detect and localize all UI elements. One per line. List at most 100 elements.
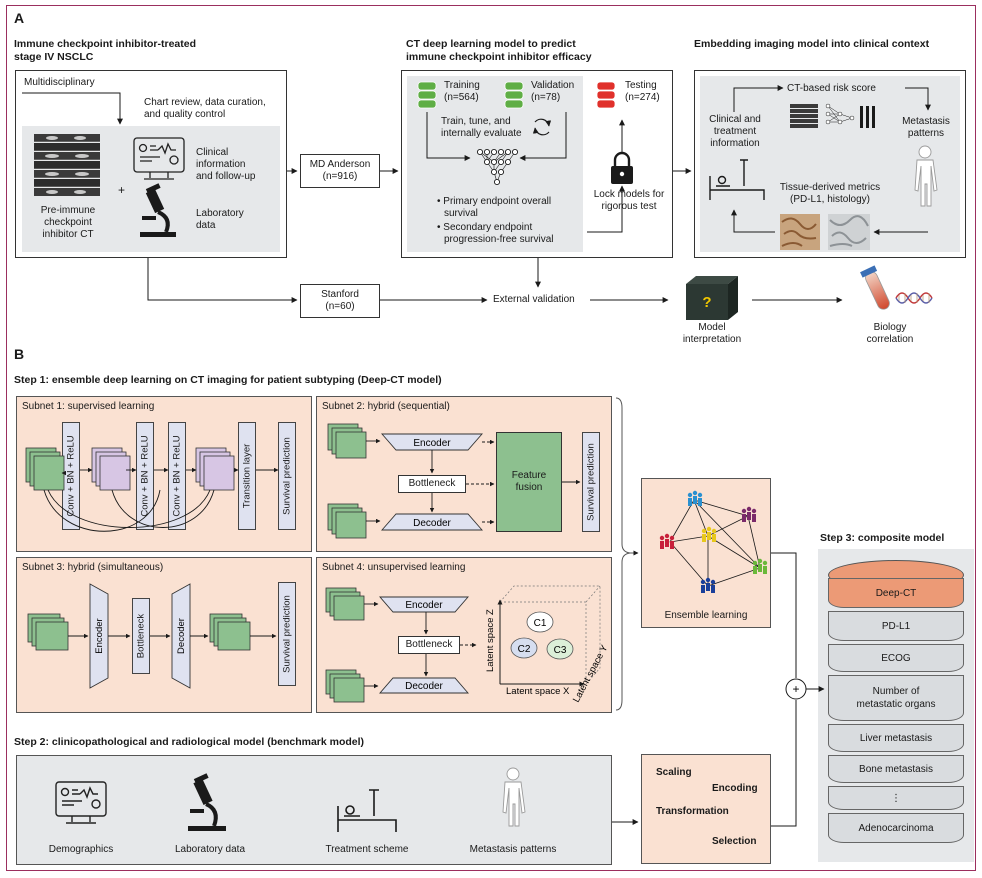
bottleneck-box-4: Bottleneck xyxy=(398,636,460,654)
treatment-bed-icon xyxy=(337,789,397,832)
treatment-scheme-label: Treatment scheme xyxy=(325,844,409,855)
s1-skip-connection-2 xyxy=(47,489,211,528)
figure-frame xyxy=(6,5,976,871)
demographics-monitor-icon xyxy=(55,781,107,824)
conv-layer-2: Conv + BN + ReLU xyxy=(136,422,154,530)
cluster-c2: C2 xyxy=(510,637,538,659)
section-label-b: B xyxy=(14,346,25,362)
lock-icon xyxy=(611,151,633,184)
subnet1-title: Subnet 1: supervised learning xyxy=(22,401,155,412)
histology-image-1 xyxy=(780,214,820,250)
subnet4-decoder: Decoder xyxy=(379,677,469,694)
body-figure-icon xyxy=(914,145,938,207)
stanford-label: Stanford(n=60) xyxy=(321,289,359,312)
cluster-c1: C1 xyxy=(526,611,554,633)
md-anderson-label: MD Anderson(n=916) xyxy=(309,159,371,182)
subnets-bracket xyxy=(615,397,639,711)
arrow-validation-to-net xyxy=(519,112,567,161)
svg-text:Encoder: Encoder xyxy=(413,438,451,449)
composite-layer-2: ECOG xyxy=(828,644,964,672)
scaling-label: Scaling xyxy=(656,767,692,778)
ensemble-panel xyxy=(641,478,771,628)
arrow-to-lock xyxy=(587,185,625,233)
svg-text:Decoder: Decoder xyxy=(413,518,451,529)
subnet2-title: Subnet 2: hybrid (sequential) xyxy=(322,401,450,412)
arrow-to-stanford xyxy=(147,258,298,303)
svg-text:C2: C2 xyxy=(518,644,531,655)
svg-text:Encoder: Encoder xyxy=(405,600,443,611)
survival-prediction-1: Survival prediction xyxy=(278,422,296,530)
composite-layer-6: ⋮ xyxy=(828,786,964,810)
neural-network-icon xyxy=(476,148,519,186)
tissue-metrics-label: Tissue-derived metrics(PD-L1, histology) xyxy=(779,182,881,205)
col3-title: Embedding imaging model into clinical co… xyxy=(694,38,930,50)
model-interpretation-cube-icon: ? xyxy=(686,276,738,320)
svg-text:Decoder: Decoder xyxy=(405,681,443,692)
ensemble-to-plus xyxy=(771,552,797,678)
subnet4-title: Subnet 4: unsupervised learning xyxy=(322,562,466,573)
iterate-cycle-icon xyxy=(532,118,552,136)
svg-text:C3: C3 xyxy=(554,645,567,656)
multidisciplinary-arrow xyxy=(22,92,123,125)
subnet1-feature-map-2 xyxy=(195,447,235,491)
arrow-tissue-to-clinical xyxy=(731,209,775,233)
question-mark: ? xyxy=(702,294,711,311)
subnet2-image-stack-bottom xyxy=(327,503,367,539)
latent-x-label: Latent space X xyxy=(506,686,570,697)
validation-database-icon xyxy=(504,81,524,109)
testing-database-icon xyxy=(596,81,616,109)
preprocess-to-plus xyxy=(771,700,797,827)
bottleneck-box-2: Bottleneck xyxy=(398,475,466,493)
validation-label: Validation(n=78) xyxy=(531,80,575,103)
section-label-a: A xyxy=(14,10,25,26)
patient-bed-icon xyxy=(709,159,765,200)
test-tube-icon xyxy=(860,265,890,310)
multidisciplinary-label: Multidisciplinary xyxy=(24,77,95,88)
latent-z-label: Latent space Z xyxy=(485,609,496,672)
microscope-icon xyxy=(140,183,176,237)
ensemble-network-graph xyxy=(669,499,761,587)
s1-skip-connection-3 xyxy=(111,489,215,528)
composite-layer-4: Liver metastasis xyxy=(828,724,964,752)
survival-prediction-2: Survival prediction xyxy=(582,432,600,532)
md-anderson-box xyxy=(300,154,380,188)
metastasis-patterns-label-2: Metastasis patterns xyxy=(469,844,557,855)
subnet2-encoder: Encoder xyxy=(381,433,483,451)
mini-ct-stack-icon xyxy=(790,104,818,128)
step1-title: Step 1: ensemble deep learning on CT ima… xyxy=(14,374,442,386)
encoding-label: Encoding xyxy=(712,783,758,794)
subnet4-panel xyxy=(316,557,612,713)
svg-text:Decoder: Decoder xyxy=(176,618,187,654)
dna-helix-icon xyxy=(895,292,933,304)
subnet2-image-stack-top xyxy=(327,423,367,459)
histology-image-2 xyxy=(828,214,870,250)
arrow-clinical-to-risk xyxy=(733,85,784,112)
clinical-monitor-icon xyxy=(133,137,185,180)
cluster-c3: C3 xyxy=(546,638,574,660)
svg-text:Encoder: Encoder xyxy=(94,618,105,653)
composite-layer-5: Bone metastasis xyxy=(828,755,964,783)
survival-prediction-3: Survival prediction xyxy=(278,582,296,686)
subnet4-image-stack-bottom xyxy=(325,669,365,703)
demographics-label: Demographics xyxy=(48,844,114,855)
svg-text:C1: C1 xyxy=(534,618,547,629)
plus-circle: + xyxy=(785,678,807,700)
composite-layer-7: Adenocarcinoma xyxy=(828,813,964,843)
plus-sign: + xyxy=(118,183,126,197)
feature-fusion-box xyxy=(496,432,562,532)
external-validation-label: External validation xyxy=(493,294,575,305)
subnet1-image-stack xyxy=(25,447,65,491)
composite-layer-0: Deep-CT xyxy=(828,578,964,608)
